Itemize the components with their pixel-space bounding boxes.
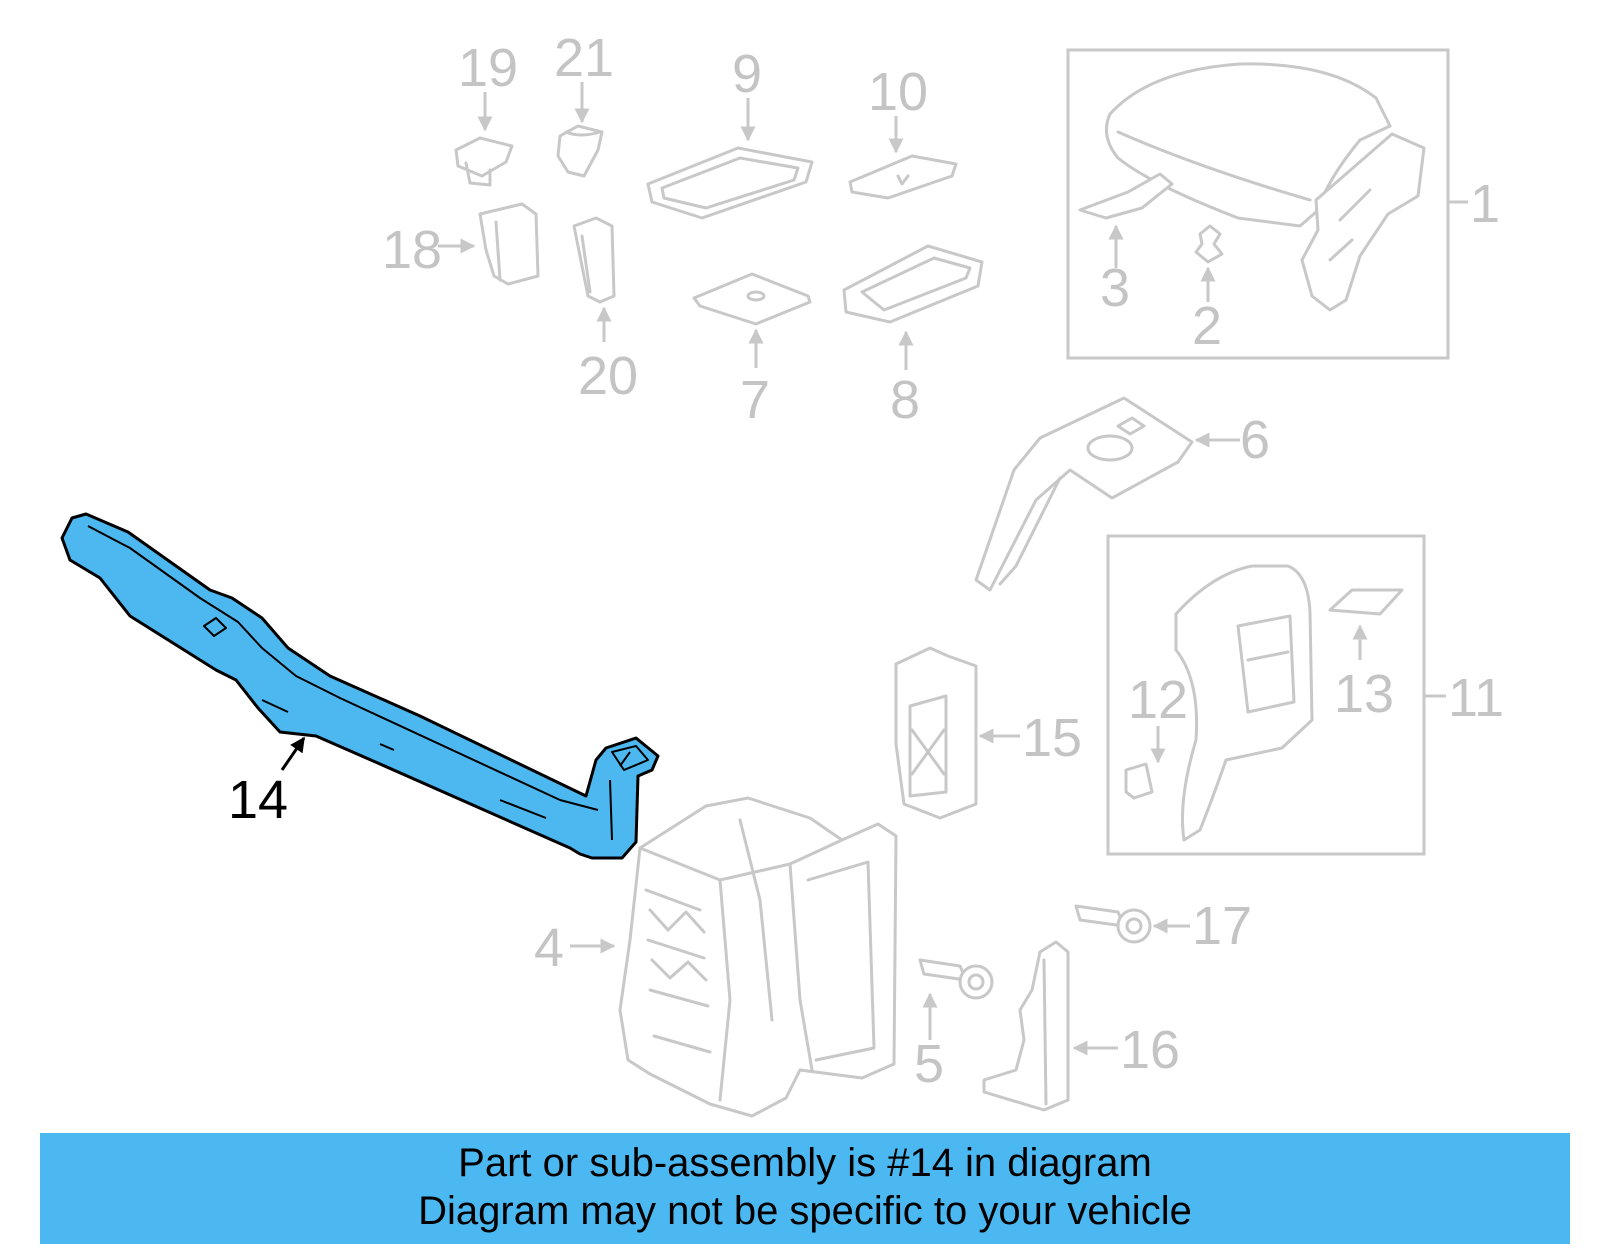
- callout-17: 17: [1192, 896, 1252, 956]
- part-8-tray: [842, 244, 984, 370]
- callout-11: 11: [1448, 668, 1504, 728]
- banner-line-2: Diagram may not be specific to your vehi…: [418, 1189, 1192, 1233]
- part-15-duct: [894, 646, 1020, 820]
- callout-6: 6: [1240, 410, 1270, 470]
- callout-3: 3: [1100, 258, 1130, 318]
- callout-8: 8: [890, 370, 920, 430]
- callout-12: 12: [1128, 670, 1188, 730]
- callout-4: 4: [534, 918, 564, 978]
- part-7-plate: [692, 272, 812, 368]
- part-1-armrest-assembly: [1066, 48, 1468, 360]
- part-19-clip: [454, 92, 514, 187]
- callout-10: 10: [868, 62, 928, 122]
- callout-19: 19: [458, 38, 518, 98]
- callout-5: 5: [914, 1034, 944, 1094]
- part-9-mat: [646, 98, 814, 220]
- part-5-screw: [918, 958, 994, 1040]
- part-6-bracket: [974, 396, 1240, 592]
- banner-line-1: Part or sub-assembly is #14 in diagram: [458, 1141, 1152, 1185]
- callout-1: 1: [1470, 174, 1500, 234]
- part-21-clip: [556, 82, 604, 178]
- part-14-air-duct[interactable]: [60, 512, 660, 860]
- callout-16: 16: [1120, 1020, 1180, 1080]
- callout-13: 13: [1334, 664, 1394, 724]
- callout-21: 21: [554, 28, 614, 88]
- part-10-mat: [848, 116, 958, 200]
- part-16-panel: [982, 940, 1118, 1112]
- callout-7: 7: [740, 370, 770, 430]
- callout-9: 9: [732, 44, 762, 104]
- callout-15: 15: [1022, 708, 1082, 768]
- part-17-screw: [1074, 904, 1190, 944]
- part-18-bracket: [438, 202, 540, 286]
- part-4-console-box: [570, 796, 898, 1118]
- part-20-clip: [572, 216, 616, 342]
- info-banner: Part or sub-assembly is #14 in diagram D…: [40, 1133, 1570, 1244]
- callout-18: 18: [382, 220, 442, 280]
- callout-14: 14: [228, 770, 288, 830]
- part-11-rear-console-assembly: [1106, 534, 1446, 856]
- callout-20: 20: [578, 346, 638, 406]
- callout-2: 2: [1192, 296, 1222, 356]
